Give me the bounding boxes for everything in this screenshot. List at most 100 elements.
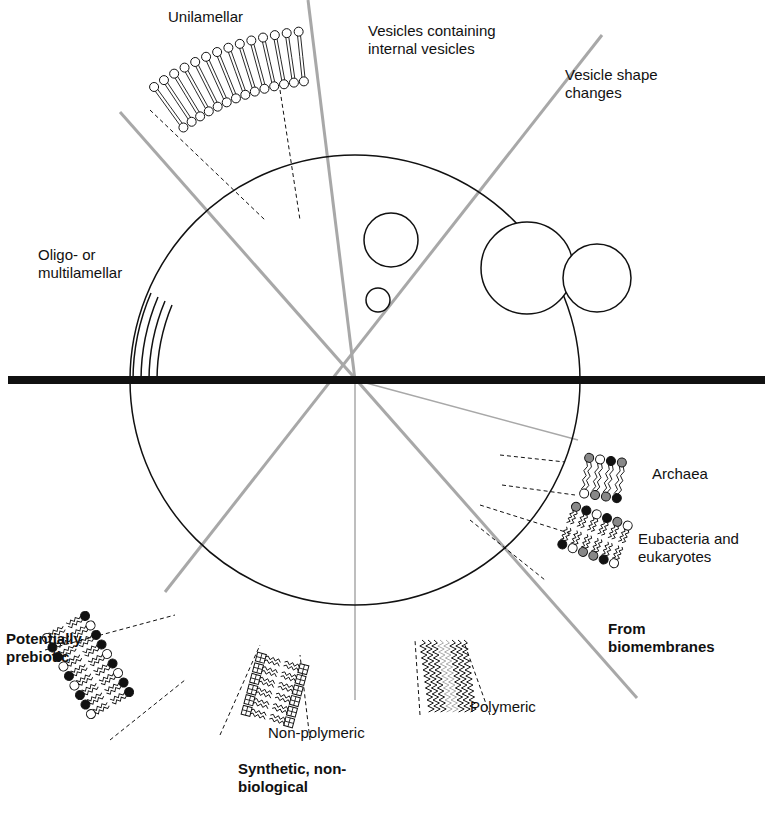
lipid-head [617,457,627,467]
lipid-head [612,493,622,503]
lipid-head [244,695,255,706]
sector-label: Archaea [652,465,742,483]
lipid-stroke [618,467,625,495]
lipid-head [180,63,189,72]
lipid-head [250,673,261,684]
lipid-stroke [261,670,277,677]
lipid-stroke [264,659,280,666]
bilayer [557,501,634,569]
lipid-stroke [614,466,621,494]
lipid-stroke [432,640,446,712]
lipid-head [213,48,222,57]
lipid-head [289,78,298,87]
lipid-head [79,610,91,622]
lipid-stroke [95,705,110,716]
lipid-head [224,43,233,52]
lipid-stroke [420,640,434,712]
lipid-head [241,705,252,716]
lipid-head [590,490,600,500]
lipid-head [622,520,634,532]
lipid-stroke [444,640,458,712]
bilayer [579,453,627,503]
lipid-stroke [276,692,292,699]
sector-label: Polymeric [470,698,570,716]
lipid-stroke [270,714,286,721]
lipid-head [170,69,179,78]
lipid-stroke [275,696,291,703]
lipid-head [84,619,96,631]
lipid-stroke [112,695,127,706]
lipid-stroke [612,526,620,540]
lipid-stroke [299,668,308,670]
lipid-stroke [251,678,260,680]
lipid-stroke [603,464,610,492]
lipid-head [601,512,613,524]
lipid-stroke [283,664,299,671]
lipid-stroke [616,546,624,560]
lipid-stroke [285,721,294,723]
lipid-head [292,685,303,696]
lipid-stroke [277,686,293,693]
lipid-stroke [296,679,305,681]
lipid-stroke [265,655,281,662]
lipid-head [260,84,269,93]
lipid-head [247,684,258,695]
lipid-stroke [242,710,251,712]
lipid-head [584,453,594,463]
lipid-head [591,509,603,521]
lipid-stroke [570,511,578,525]
sector-label: Vesicles containing internal vesicles [368,22,498,58]
lipid-stroke [581,461,588,489]
lipid-head [112,667,124,679]
lipid-stroke [284,661,300,668]
lipid-head [280,80,289,89]
lipid-head [612,516,624,528]
lipid-head [179,123,188,132]
lipid-stroke [290,700,299,702]
shape-change-vesicles [481,222,631,314]
lipid-drawings [41,27,634,728]
sector-label: Eubacteria and eukaryotes [638,530,768,566]
lipid-head [298,664,309,675]
lipid-head [222,98,231,107]
lipid-stroke [426,640,440,712]
lipid-stroke [585,462,592,490]
lipid-stroke [251,709,267,716]
sector-dividers [120,0,637,700]
lipid-stroke [259,677,275,684]
lipid-head [295,674,306,685]
lipid-head [106,657,118,669]
group-heading: From biomembranes [608,620,728,656]
lipid-head [595,454,605,464]
lipid-stroke [564,528,572,542]
lipid-head [117,676,129,688]
lipid-head [202,52,211,61]
lipid-head [213,102,222,111]
lipid-head [123,686,135,698]
lipid-stroke [245,699,254,701]
lipid-stroke [250,712,266,719]
lipid-stroke [253,698,269,705]
lipid-head [299,77,308,86]
lipid-stroke [574,531,582,545]
lipid-head [95,638,107,650]
lipid-head [159,76,168,85]
lipid-head [187,117,196,126]
lipid-head [289,695,300,706]
bilayer [150,27,309,132]
lipid-head [241,90,250,99]
group-heading: Synthetic, non-biological [238,760,378,796]
lipid-stroke [456,640,470,712]
lipid-head [606,456,616,466]
lipid-stroke [622,530,630,544]
internal-vesicles [364,213,418,312]
lipid-stroke [601,522,609,536]
lipid-stroke [595,539,603,553]
lipid-head [270,82,279,91]
lipid-head [101,648,113,660]
lipid-stroke [248,688,257,690]
lipid-head [270,31,279,40]
lipid-stroke [606,543,614,557]
group-heading: Potentially prebiotic [6,630,116,666]
